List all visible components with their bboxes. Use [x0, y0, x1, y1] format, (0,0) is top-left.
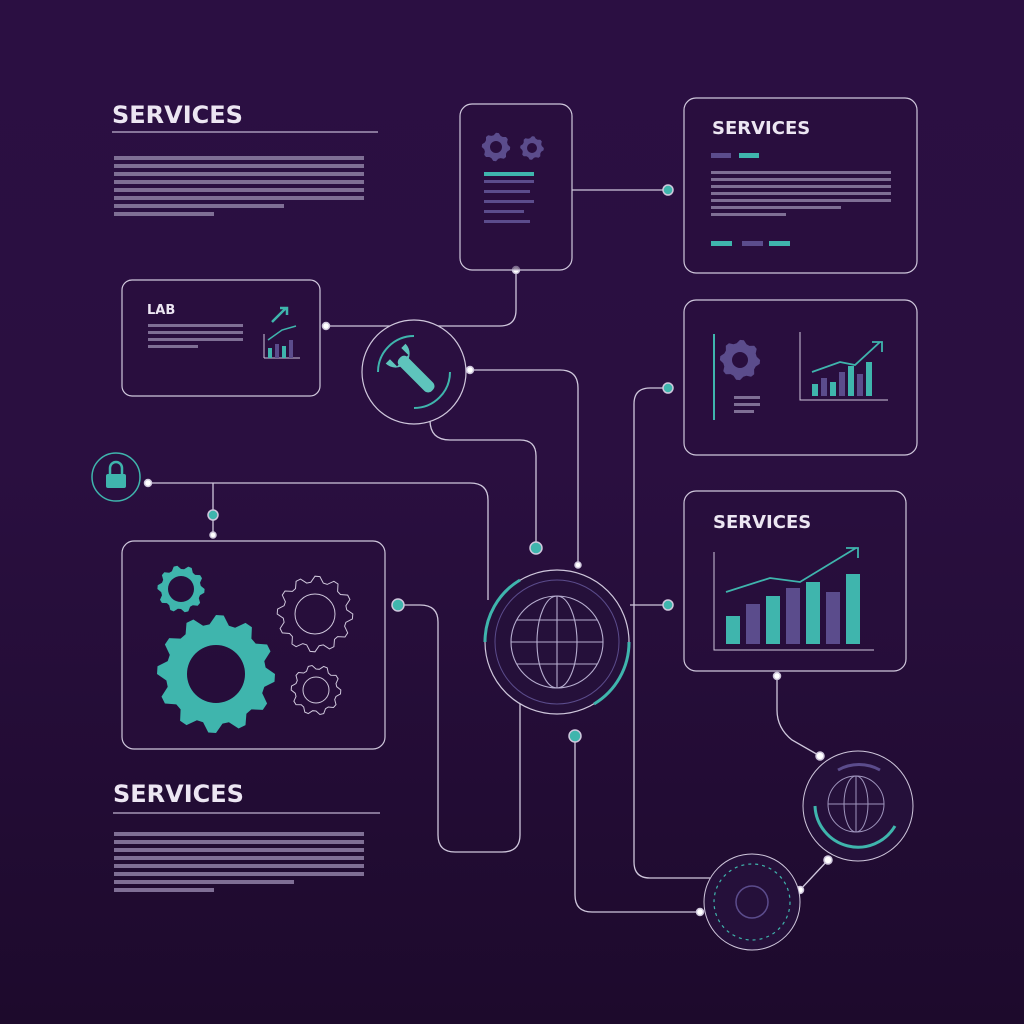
gear-icon [290, 664, 342, 716]
services-bar-chart [713, 547, 874, 651]
gear-icon [157, 565, 205, 613]
wrench-tool-node[interactable] [361, 319, 467, 425]
chart-bar [726, 616, 740, 644]
services-card-top-right[interactable]: SERVICES [683, 97, 918, 274]
chart-bar [866, 362, 872, 396]
body-text-placeholder [114, 832, 364, 892]
body-text-placeholder [114, 156, 364, 216]
heading-services-chart: SERVICES [713, 512, 811, 533]
gear-icon [520, 136, 544, 160]
gear-icon [157, 615, 275, 733]
chart-bar [839, 372, 845, 396]
chart-bar [830, 382, 836, 396]
gears-card[interactable] [121, 540, 386, 750]
gear-settings-icon [719, 339, 761, 381]
wrench-icon [385, 343, 435, 393]
heading-services-bottom-left: SERVICES [113, 780, 244, 808]
lab-text-placeholder [148, 324, 243, 348]
chart-bar [806, 582, 820, 644]
trend-arrow [811, 341, 883, 373]
gear-settings-icon [719, 339, 761, 381]
globe-icon [827, 775, 885, 833]
card-text-placeholder [711, 171, 891, 216]
settings-document-card[interactable] [459, 103, 573, 271]
services-intro-top: SERVICES [112, 101, 378, 216]
services-intro-bottom: SERVICES [113, 780, 380, 892]
gear-icon [276, 575, 354, 653]
chart-axis [799, 332, 888, 401]
global-hub-node[interactable] [483, 569, 631, 715]
chart-bar [826, 592, 840, 644]
connector-lines [148, 189, 829, 913]
chart-bar [848, 366, 854, 396]
target-node[interactable] [703, 853, 801, 951]
chart-bar [821, 378, 827, 396]
chart-bar [746, 604, 760, 644]
lock-icon[interactable] [91, 452, 141, 502]
heading-services-card: SERVICES [712, 118, 810, 139]
gear-icon [481, 132, 544, 162]
lab-card[interactable]: LAB [121, 279, 321, 397]
trend-arrow [725, 547, 859, 593]
growth-bar-chart [799, 332, 888, 401]
bar-chart-icon [263, 306, 300, 359]
analytics-card[interactable] [683, 299, 918, 456]
globe-node-small[interactable] [802, 750, 914, 862]
chart-bar [766, 596, 780, 644]
document-lines [484, 172, 534, 223]
chart-bar [812, 384, 818, 396]
globe-icon [510, 595, 604, 689]
chart-bar [846, 574, 860, 644]
chart-bar [857, 374, 863, 396]
chart-axis [713, 552, 874, 651]
heading-services-top-left: SERVICES [112, 101, 243, 129]
chart-bar [786, 588, 800, 644]
lab-label: LAB [147, 303, 175, 318]
services-chart-card[interactable]: SERVICES [683, 490, 907, 672]
gear-icon [481, 132, 511, 162]
